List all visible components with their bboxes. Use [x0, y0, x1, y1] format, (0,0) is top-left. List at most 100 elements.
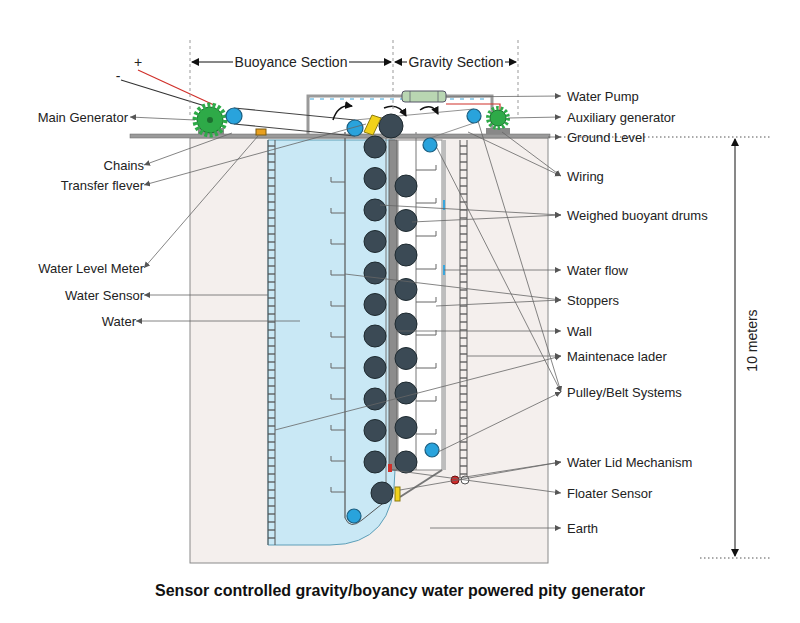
part-label: Earth	[565, 521, 600, 536]
stopper	[416, 396, 436, 401]
ladder-rung	[268, 457, 275, 458]
ladder-rung	[460, 417, 467, 418]
ladder-rung	[268, 193, 275, 194]
ladder-rail	[460, 140, 461, 478]
stopper	[331, 487, 345, 492]
ladder-rung	[460, 321, 467, 322]
stopper	[331, 456, 345, 461]
buoyant-drum	[379, 114, 403, 138]
ladder-rung	[268, 361, 275, 362]
leader-line	[412, 215, 561, 222]
earth-block	[190, 138, 548, 563]
ladder-rung	[268, 481, 275, 482]
leader-lines	[130, 96, 561, 528]
ladder-rung	[268, 497, 275, 498]
illustration-part	[518, 40, 519, 115]
stopper	[331, 301, 345, 306]
ladder-rung	[460, 217, 467, 218]
ladder-rung	[460, 473, 467, 474]
stopper	[331, 270, 345, 275]
ladder-rung	[268, 353, 275, 354]
ladder-rung	[268, 425, 275, 426]
buoyant-drum	[395, 210, 417, 232]
ladder-rung	[460, 289, 467, 290]
stopper	[416, 429, 436, 434]
ladder-rung	[268, 337, 275, 338]
ladder-rung	[460, 465, 467, 466]
illustration-part	[423, 138, 437, 152]
ladder-rung	[268, 321, 275, 322]
ladder-rung	[268, 185, 275, 186]
ladder-rung	[268, 529, 275, 530]
ladder-rung	[460, 313, 467, 314]
ladder-rung	[268, 153, 275, 154]
buoyant-drum	[395, 451, 417, 473]
buoyant-drum	[364, 136, 386, 158]
ladder-rung	[268, 513, 275, 514]
buoyant-drum	[364, 168, 386, 190]
part-label: Water	[100, 314, 138, 329]
stopper	[331, 239, 345, 244]
leader-line	[400, 462, 561, 490]
ladder-rung	[268, 169, 275, 170]
stopper	[331, 208, 345, 213]
ladder-rung	[268, 313, 275, 314]
part-label: 10 meters	[745, 307, 760, 373]
ladder-rung	[460, 177, 467, 178]
illustration-part	[347, 509, 361, 523]
part-label: Transfer flever	[59, 178, 146, 193]
leader-line	[459, 462, 561, 478]
ladder-rung	[460, 233, 467, 234]
buoyant-drum	[364, 231, 386, 253]
ladder-rung	[460, 377, 467, 378]
leader-line	[467, 356, 561, 357]
ladder-rung	[460, 305, 467, 306]
ladder-rung	[268, 297, 275, 298]
buoyant-drum	[395, 313, 417, 335]
ladder-rung	[460, 241, 467, 242]
ladder-rung	[268, 489, 275, 490]
ladder-rung	[268, 177, 275, 178]
floater-sensor	[388, 464, 392, 472]
ladder-rung	[268, 233, 275, 234]
illustration-part	[347, 120, 363, 136]
wiring	[121, 80, 205, 106]
leader-line	[508, 117, 561, 118]
stopper	[416, 363, 436, 368]
ladder-rung	[268, 521, 275, 522]
ladder-rung	[460, 145, 467, 146]
water-tank	[268, 140, 395, 545]
illustration-part	[467, 109, 481, 123]
leader-line	[548, 137, 561, 138]
leader-line	[438, 392, 561, 452]
ladder-rung	[460, 249, 467, 250]
leader-line	[130, 117, 195, 120]
stopper	[331, 177, 345, 182]
ladder-rung	[460, 441, 467, 442]
ladder-rung	[460, 201, 467, 202]
water-level-meter	[256, 129, 266, 135]
ladder-rung	[268, 329, 275, 330]
ladder-rung	[268, 393, 275, 394]
illustration-part	[190, 40, 191, 115]
leader-line	[444, 270, 561, 271]
stopper	[416, 297, 436, 302]
belt	[234, 124, 355, 136]
ladder-rung	[268, 265, 275, 266]
chain	[345, 504, 382, 525]
water-lid	[395, 487, 400, 501]
wiring	[138, 70, 214, 105]
stopper	[416, 264, 436, 269]
buoyant-drum	[395, 175, 417, 197]
illustration-part	[700, 558, 772, 559]
ladder-rung	[460, 297, 467, 298]
ladder-rung	[460, 185, 467, 186]
ladder-rung	[268, 449, 275, 450]
ladder-rung	[268, 273, 275, 274]
ladder-rung	[268, 401, 275, 402]
ladder-rung	[268, 289, 275, 290]
part-label: Chains	[102, 158, 146, 173]
ladder-rung	[460, 329, 467, 330]
